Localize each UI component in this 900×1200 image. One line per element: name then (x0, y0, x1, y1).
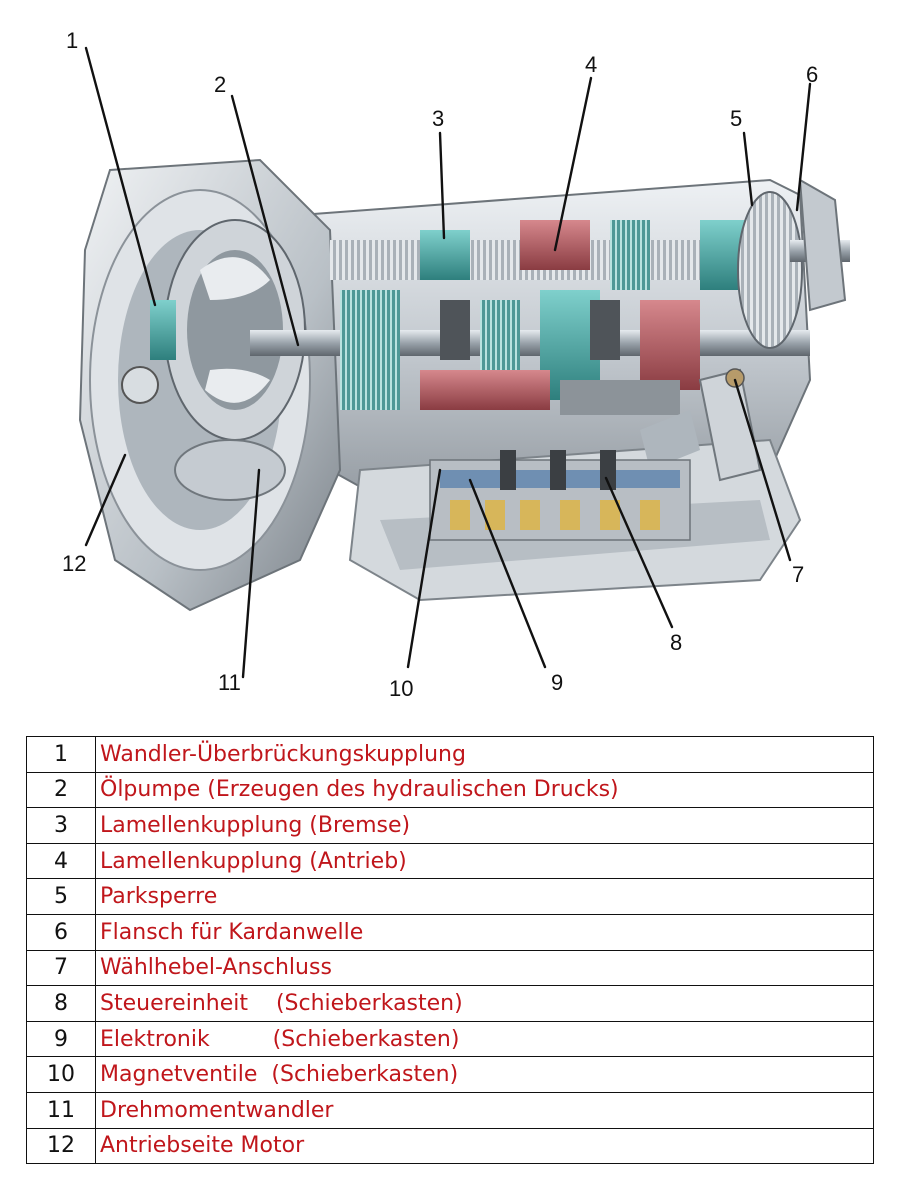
legend-label: Drehmomentwandler (95, 1091, 874, 1129)
callout-8: 8 (670, 630, 682, 655)
legend-number: 12 (26, 1127, 96, 1165)
park-lock (737, 191, 803, 349)
table-row: 2 Ölpumpe (Erzeugen des hydraulischen Dr… (26, 771, 874, 809)
legend-number: 11 (26, 1091, 96, 1129)
legend-number: 8 (26, 985, 96, 1022)
table-row: 9 Elektronik (Schieberkasten) (26, 1020, 874, 1058)
legend-number: 9 (26, 1020, 96, 1058)
legend-table: 1 Wandler-Überbrückungskupplung 2 Ölpump… (26, 736, 874, 1165)
table-row: 5 Parksperre (26, 878, 874, 915)
legend-number: 6 (26, 913, 96, 951)
callout-1: 1 (66, 28, 78, 53)
legend-label: Lamellenkupplung (Antrieb) (95, 842, 874, 880)
table-row: 6 Flansch für Kardanwelle (26, 913, 874, 951)
selector-lever (640, 368, 762, 482)
legend-label: Antriebseite Motor (95, 1127, 874, 1165)
callout-numbers: 1 2 3 4 5 6 7 8 9 10 11 12 (62, 28, 818, 701)
legend-number: 3 (26, 807, 96, 844)
table-row: 1 Wandler-Überbrückungskupplung (26, 736, 874, 773)
legend-label: Parksperre (95, 878, 874, 915)
table-row: 12 Antriebseite Motor (26, 1127, 874, 1165)
table-row: 4 Lamellenkupplung (Antrieb) (26, 842, 874, 880)
legend-label: Wählhebel-Anschluss (95, 949, 874, 987)
table-row: 8 Steuereinheit (Schieberkasten) (26, 985, 874, 1022)
callout-10: 10 (389, 676, 413, 701)
callout-3: 3 (432, 106, 444, 131)
legend-label: Lamellenkupplung (Bremse) (95, 807, 874, 844)
callout-2: 2 (214, 72, 226, 97)
callout-12: 12 (62, 551, 86, 576)
callout-6: 6 (806, 62, 818, 87)
transmission-cutaway-illustration: 1 2 3 4 5 6 7 8 9 10 11 12 (62, 28, 850, 701)
output-flange (790, 178, 850, 312)
legend-label: Elektronik (Schieberkasten) (95, 1020, 874, 1058)
callout-9: 9 (551, 670, 563, 695)
table-row: 3 Lamellenkupplung (Bremse) (26, 807, 874, 844)
legend-label: Flansch für Kardanwelle (95, 913, 874, 951)
legend-number: 1 (26, 736, 96, 773)
torque-converter (121, 219, 306, 501)
valve-body (429, 450, 691, 541)
legend-label: Wandler-Überbrückungskupplung (95, 736, 874, 773)
callout-5: 5 (730, 106, 742, 131)
clutch-packs (330, 220, 760, 415)
legend-number: 2 (26, 771, 96, 809)
legend-number: 4 (26, 842, 96, 880)
callout-4: 4 (585, 52, 597, 77)
legend-number: 5 (26, 878, 96, 915)
callout-7: 7 (792, 562, 804, 587)
main-shaft (250, 330, 810, 356)
table-row: 11 Drehmomentwandler (26, 1091, 874, 1129)
table-row: 7 Wählhebel-Anschluss (26, 949, 874, 987)
legend-label: Steuereinheit (Schieberkasten) (95, 985, 874, 1022)
callout-11: 11 (218, 670, 241, 695)
legend-label: Ölpumpe (Erzeugen des hydraulischen Druc… (95, 771, 874, 809)
leader-lines (84, 46, 812, 679)
table-row: 10 Magnetventile (Schieberkasten) (26, 1056, 874, 1093)
legend-number: 10 (26, 1056, 96, 1093)
legend-label: Magnetventile (Schieberkasten) (95, 1056, 874, 1093)
legend-number: 7 (26, 949, 96, 987)
